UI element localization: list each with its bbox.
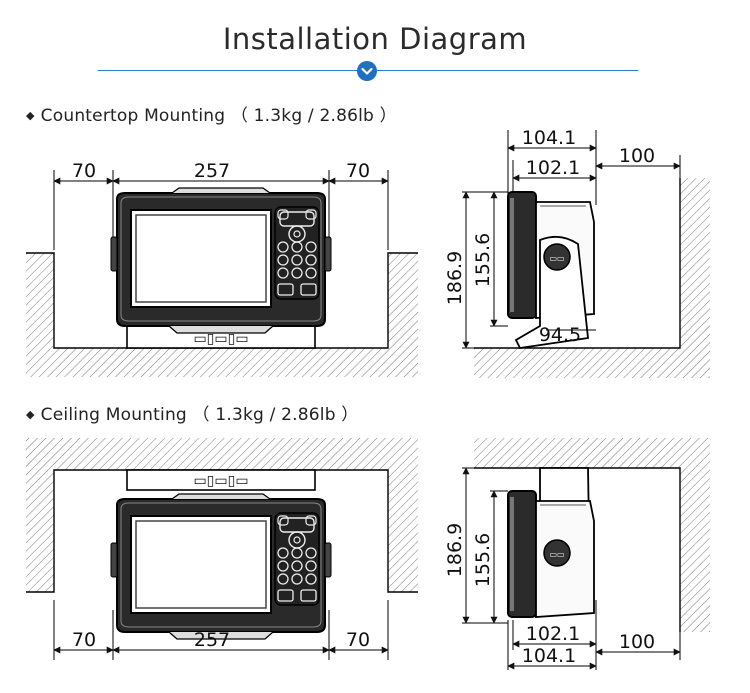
- countertop-front-view: 70 257 70 ▭▯▭▯▭: [26, 160, 418, 377]
- ceiling-front-view: ▭▯▭▯▭ 70 257 70: [26, 438, 418, 660]
- ceiling-left-clearance-label: 70: [72, 629, 96, 651]
- ceiling-rear-clearance-label: 100: [619, 631, 655, 653]
- side-total-height-label: 186.9: [444, 251, 466, 305]
- side-bracket-depth-label: 94.5: [539, 324, 581, 346]
- diamond-bullet-icon: ◆: [26, 408, 35, 421]
- ceiling-side-view: ▭▭ 186.9 155.6 102.1 100 104.1: [444, 438, 710, 670]
- side-rear-clearance-label: 100: [619, 145, 655, 167]
- bracket-logo: ▭▯▭▯▭: [193, 331, 248, 347]
- ceiling-width-label: 257: [194, 629, 230, 651]
- side-body-depth-label: 102.1: [526, 157, 580, 179]
- page-title: Installation Diagram: [222, 22, 528, 56]
- bracket-logo: ▭▯▭▯▭: [193, 473, 248, 489]
- side-total-depth-label: 104.1: [522, 127, 576, 149]
- countertop-front-device: [111, 188, 331, 333]
- ceiling-body-height-label: 155.6: [472, 533, 494, 587]
- countertop-side-view: 104.1 102.1 100 186.9 155.6 ▭▭ 94.5: [444, 127, 710, 378]
- ceiling-total-depth-label: 104.1: [522, 645, 576, 667]
- ceiling-heading-text: Ceiling Mounting （ 1.3kg / 2.86lb ）: [40, 405, 359, 425]
- front-width-label: 257: [194, 160, 230, 182]
- front-left-clearance-label: 70: [72, 160, 96, 182]
- side-body-height-label: 155.6: [472, 233, 494, 287]
- front-right-clearance-label: 70: [346, 160, 370, 182]
- ceiling-heading: ◆ Ceiling Mounting （ 1.3kg / 2.86lb ）: [26, 400, 359, 425]
- knob-logo: ▭▭: [549, 254, 564, 263]
- ceiling-body-depth-label: 102.1: [526, 623, 580, 645]
- knob-logo: ▭▭: [549, 550, 564, 559]
- countertop-heading-text: Countertop Mounting （ 1.3kg / 2.86lb ）: [40, 106, 397, 126]
- ceiling-total-height-label: 186.9: [444, 523, 466, 577]
- chevron-down-icon: [357, 61, 377, 81]
- ceiling-right-clearance-label: 70: [346, 629, 370, 651]
- ceiling-front-device: [111, 494, 331, 639]
- diamond-bullet-icon: ◆: [26, 109, 35, 122]
- countertop-heading: ◆ Countertop Mounting （ 1.3kg / 2.86lb ）: [26, 101, 397, 126]
